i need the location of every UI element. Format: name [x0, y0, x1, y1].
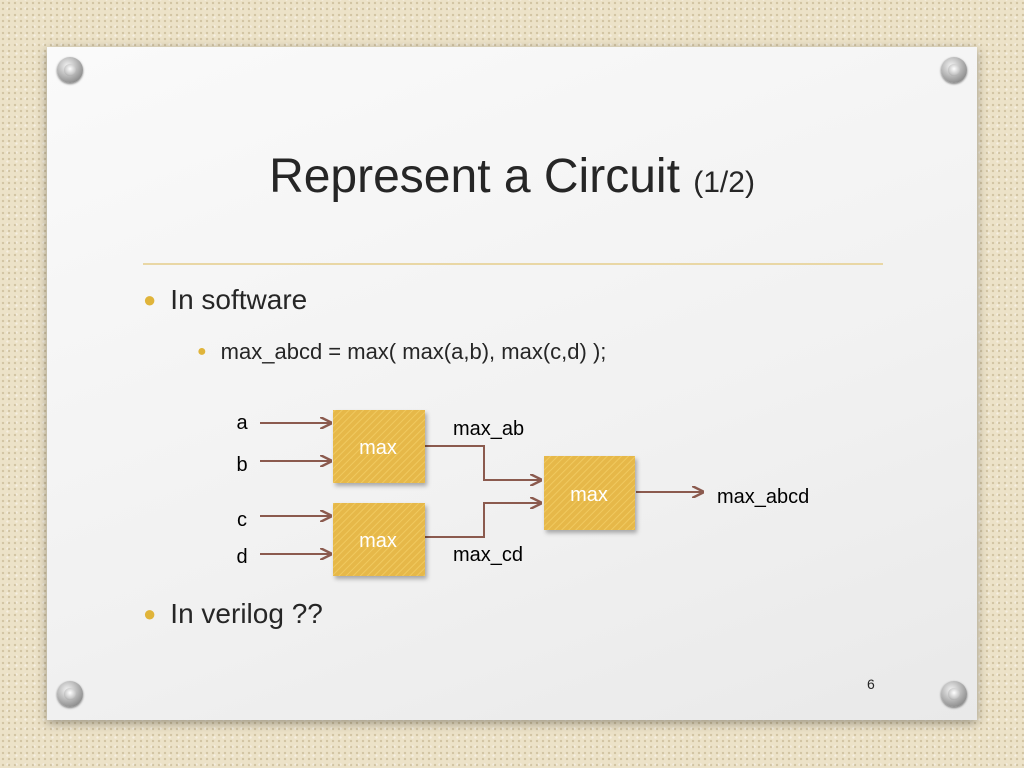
signal-max-ab-label: max_ab: [453, 418, 524, 440]
rivet-top-right-icon: [941, 57, 967, 83]
bullet-text: In verilog ??: [170, 598, 323, 629]
title-divider: [143, 263, 883, 265]
max-ab-wire: [425, 445, 541, 480]
bullet-in-verilog: ● In verilog ??: [143, 598, 323, 630]
signal-max-cd-label: max_cd: [453, 544, 523, 566]
slide-title-text: Represent a Circuit: [269, 150, 680, 203]
slide-title: Represent a Circuit (1/2): [47, 147, 977, 213]
signal-max-abcd-label: max_abcd: [717, 486, 809, 508]
page-number: 6: [867, 676, 875, 692]
max-block-bottom: max: [333, 503, 425, 576]
max-cd-wire: [425, 503, 541, 538]
bullet-dot-icon: ●: [197, 343, 207, 360]
sub-bullet-code: ● max_abcd = max( max(a,b), max(c,d) );: [197, 339, 606, 365]
sub-bullet-text: max_abcd = max( max(a,b), max(c,d) );: [220, 339, 607, 364]
circuit-diagram: max max max a b c d max_ab max_cd max_ab…: [236, 410, 809, 576]
rivet-bottom-left-icon: [57, 681, 83, 707]
max-block-bottom-label: max: [359, 530, 397, 552]
bullet-in-software: ● In software: [143, 284, 307, 316]
bullet-text: In software: [170, 284, 308, 315]
input-d-label: d: [236, 546, 247, 568]
input-a-label: a: [236, 412, 248, 434]
bullet-dot-icon: ●: [143, 601, 157, 626]
max-block-final: max: [544, 456, 635, 530]
input-c-label: c: [237, 509, 247, 531]
slide-title-suffix: (1/2): [693, 166, 755, 199]
bullet-dot-icon: ●: [143, 287, 157, 312]
input-b-label: b: [236, 454, 247, 476]
max-block-final-label: max: [570, 484, 608, 506]
rivet-bottom-right-icon: [941, 681, 967, 707]
rivet-top-left-icon: [57, 57, 83, 83]
max-block-top: max: [333, 410, 425, 483]
max-block-top-label: max: [359, 437, 397, 459]
slide: Represent a Circuit (1/2) ● In software …: [47, 47, 977, 720]
